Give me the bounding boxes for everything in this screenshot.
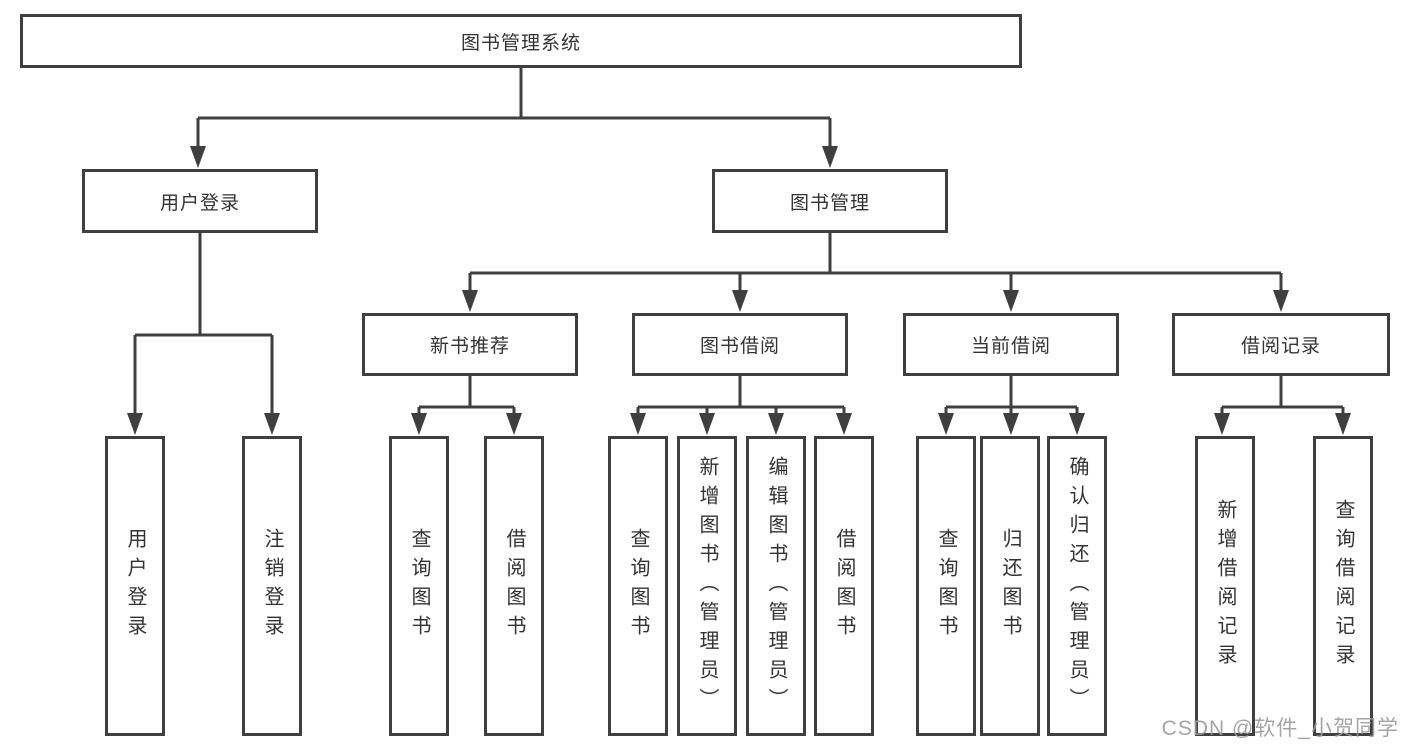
leaf-confirm-return-admin: 确认归还（管理员） <box>1047 436 1107 736</box>
leaf-borrow-books-borrow: 借阅图书 <box>814 436 874 736</box>
leaf-user-login: 用户登录 <box>105 436 165 736</box>
leaf-query-borrow-record: 查询借阅记录 <box>1313 436 1373 736</box>
leaf-return-book: 归还图书 <box>980 436 1040 736</box>
leaf-borrow-books-recommend: 借阅图书 <box>484 436 544 736</box>
edge-user-login-to-leaves <box>127 233 280 435</box>
edge-borrow-records-to-leaves <box>1214 376 1351 435</box>
leaf-add-book-admin: 新增图书（管理员） <box>677 436 737 736</box>
node-new-book-recommend: 新书推荐 <box>362 313 578 376</box>
edge-book-mgmt-to-level3 <box>462 233 1289 312</box>
leaf-edit-book-admin: 编辑图书（管理员） <box>746 436 806 736</box>
node-borrow-records: 借阅记录 <box>1172 313 1390 376</box>
node-book-management: 图书管理 <box>712 169 948 233</box>
edge-current-borrow-to-leaves <box>938 376 1085 435</box>
leaf-query-books-recommend: 查询图书 <box>389 436 449 736</box>
edge-root-to-level2 <box>190 68 838 168</box>
csdn-watermark: CSDN @软件_小贺同学 <box>1161 717 1399 740</box>
edge-new-book-rec-to-leaves <box>411 376 522 435</box>
leaf-query-books-borrow: 查询图书 <box>608 436 668 736</box>
leaf-add-borrow-record: 新增借阅记录 <box>1195 436 1255 736</box>
node-current-borrowing: 当前借阅 <box>903 313 1119 376</box>
edge-book-borrow-to-leaves <box>630 376 852 435</box>
leaf-logout: 注销登录 <box>242 436 302 736</box>
node-book-borrowing: 图书借阅 <box>632 313 848 376</box>
node-user-login: 用户登录 <box>82 169 318 233</box>
node-library-system: 图书管理系统 <box>20 14 1022 68</box>
leaf-query-books-current: 查询图书 <box>916 436 976 736</box>
